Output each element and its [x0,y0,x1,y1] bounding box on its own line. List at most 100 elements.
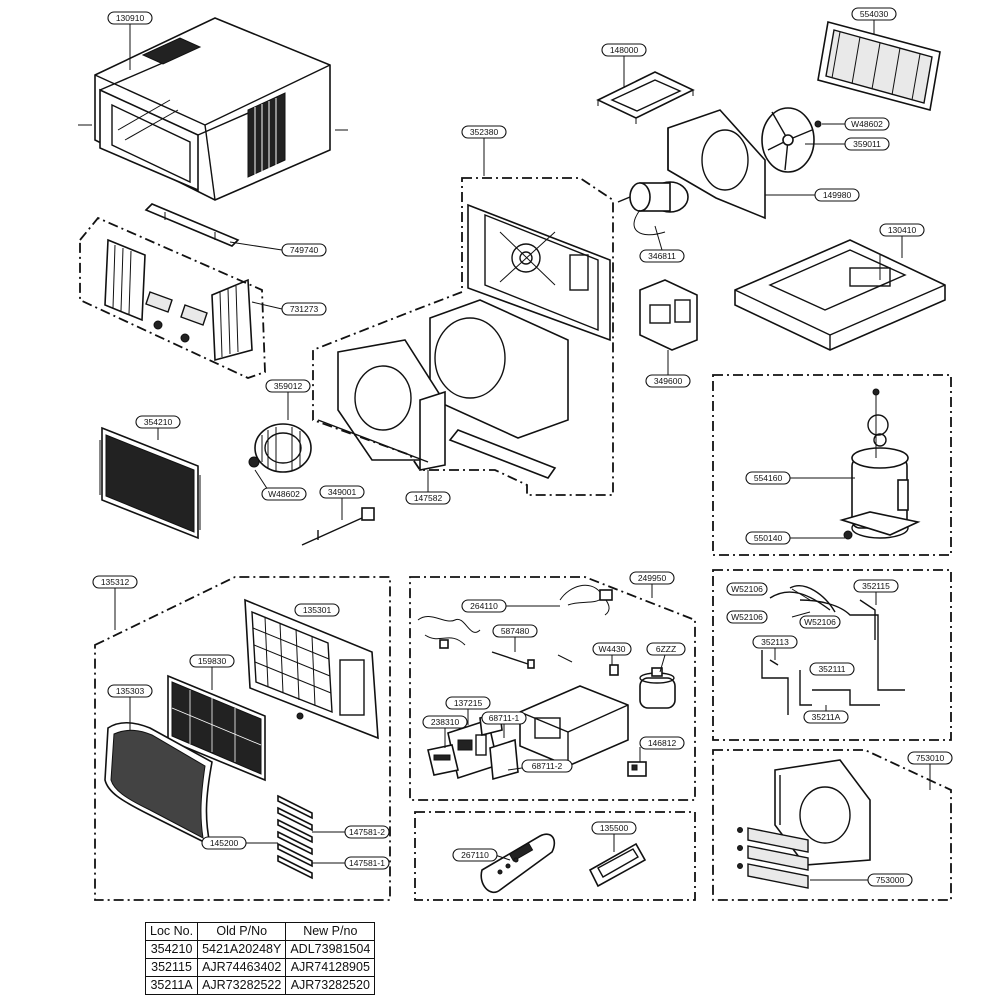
base-pan-part [734,239,946,351]
terminal-block-part [627,761,647,777]
cabinet-top-vent [141,37,202,65]
top-rail-part [144,203,240,247]
label-753010: 753010 [907,751,953,765]
label-731273: 731273 [281,302,327,316]
label-349600: 349600 [645,374,691,388]
svg-text:149980: 149980 [823,190,852,200]
label-68711-2: 68711-2 [521,759,573,773]
svg-text:W52106: W52106 [731,612,763,622]
label-147582: 147582 [405,491,451,505]
svg-text:346811: 346811 [648,251,676,261]
svg-text:354210: 354210 [144,417,173,427]
label-159830: 159830 [189,654,235,668]
label-346811: 346811 [639,249,685,263]
svg-text:W52106: W52106 [804,617,836,627]
svg-text:264110: 264110 [470,601,498,611]
part-labels: 130910 554030 148000 W48602 359011 35238… [92,7,953,887]
svg-text:749740: 749740 [290,245,319,255]
svg-text:359011: 359011 [853,139,881,149]
svg-text:554160: 554160 [754,473,783,483]
label-554160: 554160 [745,471,791,485]
pcb-display-part [427,744,459,776]
svg-text:135301: 135301 [303,605,332,615]
thermistor-part [301,507,375,546]
table-header-new: New P/no [285,922,376,941]
run-capacitor-part [639,667,676,709]
relay-part [609,664,619,676]
label-135303: 135303 [107,684,153,698]
svg-text:68711-2: 68711-2 [532,761,563,771]
display-window-part [588,842,647,888]
svg-text:W48602: W48602 [268,489,300,499]
table-cell: 5421A20248Y [197,940,287,959]
svg-text:352380: 352380 [470,127,499,137]
louver-blades-part [277,794,313,880]
label-267110: 267110 [452,848,498,862]
sensor-wire-part [491,651,573,669]
svg-text:147581-1: 147581-1 [349,858,385,868]
label-587480: 587480 [492,624,538,638]
table-cell: 352115 [144,958,199,977]
table-cell: AJR74128905 [285,958,376,977]
label-W4430: W4430 [592,642,632,656]
label-W52106-b: W52106 [726,610,768,624]
label-352111: 352111 [809,662,855,676]
table-cell: AJR74463402 [197,958,287,977]
svg-text:137215: 137215 [454,698,483,708]
svg-text:135312: 135312 [101,577,130,587]
compressor-part [839,388,921,540]
svg-text:68711-1: 68711-1 [489,713,520,723]
label-135312: 135312 [92,575,138,589]
svg-text:130410: 130410 [888,225,917,235]
svg-text:587480: 587480 [501,626,530,636]
label-35211A: 35211A [803,710,849,724]
label-W52106-c: W52106 [799,615,841,629]
label-554030: 554030 [851,7,897,21]
svg-text:753010: 753010 [916,753,945,763]
label-W48602-indoor: W48602 [261,487,307,501]
svg-text:352113: 352113 [761,637,789,647]
table-row: 352115 AJR74463402 AJR74128905 [144,958,376,977]
svg-text:159830: 159830 [198,656,227,666]
fan-shroud-part [667,109,766,220]
label-359011: 359011 [844,137,890,151]
svg-text:238310: 238310 [431,717,460,727]
outdoor-fan-blade-part [761,107,822,173]
label-135500: 135500 [591,821,637,835]
label-359012: 359012 [265,379,311,393]
label-352380: 352380 [461,125,507,139]
svg-text:W52106: W52106 [731,584,763,594]
label-238310: 238310 [422,715,468,729]
svg-text:352115: 352115 [862,581,890,591]
fan-motor-part [617,181,689,236]
svg-text:146812: 146812 [648,738,677,748]
label-550140: 550140 [745,531,791,545]
orifice-front-part [317,339,446,471]
label-6ZZZ: 6ZZZ [646,642,686,656]
remote-control-part [480,833,556,894]
label-352113: 352113 [752,635,798,649]
group-outlines [79,177,952,901]
label-352115: 352115 [853,579,899,593]
table-row: 35211A AJR73282522 AJR73282520 [144,976,376,995]
svg-text:135303: 135303 [116,686,145,696]
cabinet-part [78,17,348,201]
table-header-row: Loc No. Old P/No New P/no [144,922,376,941]
label-68711-1: 68711-1 [481,711,527,725]
svg-text:753000: 753000 [876,875,905,885]
condenser-shroud-part [774,759,871,866]
svg-text:554030: 554030 [860,9,889,19]
side-curtain-part [104,238,253,362]
svg-text:249950: 249950 [638,573,667,583]
leader-lines [114,20,931,881]
table-row: 354210 5421A20248Y ADL73981504 [144,940,376,959]
bracket-148000-part [596,71,695,124]
heater-element-part [737,827,809,889]
svg-text:349001: 349001 [328,487,357,497]
wire-harness-part [417,584,613,649]
table-cell: ADL73981504 [285,940,376,959]
label-149980: 149980 [814,188,860,202]
label-W52106-a: W52106 [726,582,768,596]
label-749740: 749740 [281,243,327,257]
